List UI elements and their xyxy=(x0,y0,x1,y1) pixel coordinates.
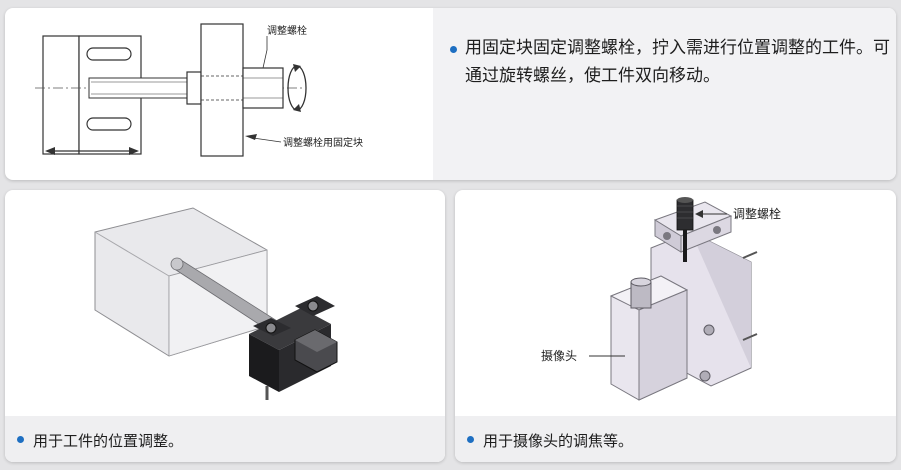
top-info-card: 调整螺栓 调整螺栓用固定块 用固定块固定调整螺栓，拧入需进行位置调整的工件。可通… xyxy=(5,8,896,180)
caption-bar: 用于摄像头的调焦等。 xyxy=(455,416,896,462)
camera-focus-card: 调整螺栓 摄像头 用于摄像头的调焦等。 xyxy=(455,190,896,462)
adjustment-schematic-drawing: 调整螺栓 调整螺栓用固定块 xyxy=(35,23,363,157)
caption-camera-focus: 用于摄像头的调焦等。 xyxy=(483,432,634,450)
callout-camera: 摄像头 xyxy=(541,348,577,363)
bullet-dot-icon xyxy=(450,46,457,53)
bullet-dot-icon xyxy=(17,436,24,443)
callout-adjust-bolt: 调整螺栓 xyxy=(267,24,307,37)
workpiece-illustration xyxy=(94,207,338,400)
camera-illustration: 调整螺栓 摄像头 xyxy=(541,197,781,401)
workpiece-adjust-card: 用于工件的位置调整。 xyxy=(5,190,445,462)
bullet-dot-icon xyxy=(467,436,474,443)
description-pane xyxy=(433,8,896,180)
rotation-arrow-icon xyxy=(287,64,307,112)
caption-workpiece-adjust: 用于工件的位置调整。 xyxy=(33,432,184,450)
callout-adjust-bolt: 调整螺栓 xyxy=(733,206,781,221)
callout-bolt-fixing-block: 调整螺栓用固定块 xyxy=(283,136,363,149)
caption-bar: 用于工件的位置调整。 xyxy=(5,416,445,462)
double-arrow-icon xyxy=(45,147,139,155)
description-text: 用固定块固定调整螺栓，拧入需进行位置调整的工件。可通过旋转螺丝，使工件双向移动。 xyxy=(465,38,890,86)
